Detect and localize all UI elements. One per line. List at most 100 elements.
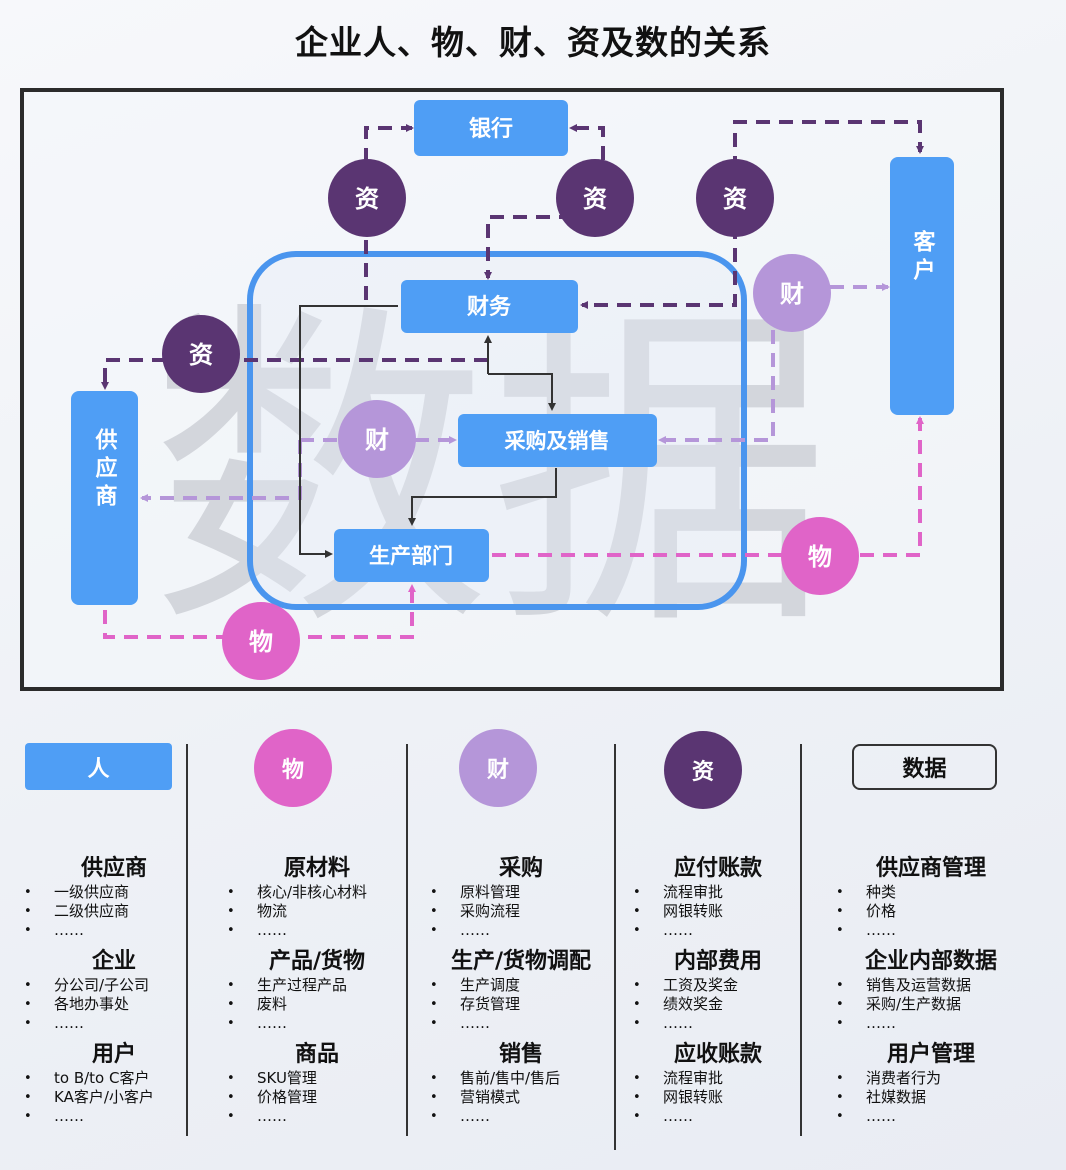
section-title: 原材料 [283, 856, 350, 881]
cai-circle-label: 财 [365, 426, 389, 454]
list-item: to B/to C客户 [24, 1069, 204, 1088]
list-item: …… [836, 1107, 1026, 1126]
list-item: 消费者行为 [836, 1069, 1026, 1088]
section-title: 商品 [294, 1042, 339, 1067]
column-cai: 采购 原料管理 采购流程 …… 生产/货物调配 生产调度 存货管理 …… 销售 … [430, 855, 612, 1134]
section: 内部费用 工资及奖金 绩效奖金 …… [633, 948, 803, 1033]
wu-circle-label: 物 [808, 543, 832, 571]
section-title: 供应商 [80, 856, 147, 881]
list-item: 采购流程 [430, 902, 612, 921]
list-item: …… [633, 921, 803, 940]
section: 采购 原料管理 采购流程 …… [430, 855, 612, 940]
list-item: 流程审批 [633, 883, 803, 902]
zi-circle-label: 资 [723, 185, 747, 213]
column-wu: 原材料 核心/非核心材料 物流 …… 产品/货物 生产过程产品 废料 …… 商品… [227, 855, 407, 1134]
list-item: 原料管理 [430, 883, 612, 902]
column-zi: 应付账款 流程审批 网银转账 …… 内部费用 工资及奖金 绩效奖金 …… 应收账… [633, 855, 803, 1134]
list-item: …… [836, 1014, 1026, 1033]
list-item: …… [24, 1107, 204, 1126]
section: 应付账款 流程审批 网银转账 …… [633, 855, 803, 940]
zi-circle-label: 资 [583, 185, 607, 213]
list-item: KA客户/小客户 [24, 1088, 204, 1107]
list-item: 种类 [836, 883, 1026, 902]
list-item: …… [836, 921, 1026, 940]
zi-circle-bank-left: 资 [328, 159, 406, 237]
section: 商品 SKU管理 价格管理 …… [227, 1041, 407, 1126]
section: 企业内部数据 销售及运营数据 采购/生产数据 …… [836, 948, 1026, 1033]
zi-circle-label: 资 [355, 185, 379, 213]
supplier-label: 供应商 [92, 427, 119, 512]
section: 原材料 核心/非核心材料 物流 …… [227, 855, 407, 940]
cai-circle-internal: 财 [338, 400, 416, 478]
supplier-node: 供应商 [71, 391, 138, 605]
column-divider [800, 744, 802, 1136]
list-item: 生产过程产品 [227, 976, 407, 995]
legend-cai-label: 财 [486, 758, 509, 783]
list-item: …… [633, 1107, 803, 1126]
bank-label: 银行 [469, 116, 513, 142]
finance-label: 财务 [467, 295, 512, 320]
list-item: 工资及奖金 [633, 976, 803, 995]
column-divider [186, 744, 188, 1136]
section-title: 企业内部数据 [864, 949, 997, 974]
list-item: …… [430, 1107, 612, 1126]
wu-circle-customer: 物 [781, 517, 859, 595]
section: 产品/货物 生产过程产品 废料 …… [227, 948, 407, 1033]
section: 用户 to B/to C客户 KA客户/小客户 …… [24, 1041, 204, 1126]
list-item: 采购/生产数据 [836, 995, 1026, 1014]
diagram-frame [20, 88, 1004, 691]
list-item: …… [430, 921, 612, 940]
list-item: 价格管理 [227, 1088, 407, 1107]
column-data: 供应商管理 种类 价格 …… 企业内部数据 销售及运营数据 采购/生产数据 ……… [836, 855, 1026, 1134]
list-item: 核心/非核心材料 [227, 883, 407, 902]
customer-node: 客户 [890, 157, 954, 415]
list-item: …… [227, 1014, 407, 1033]
column-divider [614, 744, 616, 1150]
zi-circle-label: 资 [189, 341, 213, 369]
list-item: 废料 [227, 995, 407, 1014]
zi-flows [101, 120, 924, 390]
section-title: 应收账款 [673, 1042, 762, 1067]
legend-ren-label: 人 [87, 756, 110, 782]
list-item: 生产调度 [430, 976, 612, 995]
list-item: 社媒数据 [836, 1088, 1026, 1107]
wu-flows [103, 416, 924, 639]
legend-wu: 物 [254, 729, 332, 807]
zi-circle-customer: 资 [696, 159, 774, 237]
legend-data: 数据 [852, 744, 997, 790]
list-item: …… [430, 1014, 612, 1033]
purchase-sales-label: 采购及销售 [505, 429, 610, 453]
section-title: 产品/货物 [268, 949, 366, 974]
relationship-diagram: 数据 银行 财务 采购及销售 [71, 100, 954, 680]
list-item: …… [24, 921, 204, 940]
bank-node: 银行 [414, 100, 568, 156]
section-title: 内部费用 [673, 949, 762, 974]
section-title: 企业 [91, 949, 136, 974]
section-title: 用户 [91, 1042, 136, 1067]
list-item: 营销模式 [430, 1088, 612, 1107]
legend-data-label: 数据 [902, 757, 947, 782]
production-label: 生产部门 [369, 544, 453, 568]
list-item: 销售及运营数据 [836, 976, 1026, 995]
list-item: 绩效奖金 [633, 995, 803, 1014]
purchase-sales-node: 采购及销售 [458, 414, 657, 467]
list-item: 流程审批 [633, 1069, 803, 1088]
list-item: …… [227, 1107, 407, 1126]
column-ren: 供应商 一级供应商 二级供应商 …… 企业 分公司/子公司 各地办事处 …… 用… [24, 855, 204, 1134]
legend-zi-label: 资 [691, 760, 714, 785]
list-item: 网银转账 [633, 1088, 803, 1107]
cai-circle-customer: 财 [753, 254, 831, 332]
section: 生产/货物调配 生产调度 存货管理 …… [430, 948, 612, 1033]
cai-circle-label: 财 [780, 280, 804, 308]
section-title: 生产/货物调配 [450, 949, 592, 974]
list-item: 价格 [836, 902, 1026, 921]
list-item: SKU管理 [227, 1069, 407, 1088]
zi-circle-supplier: 资 [162, 315, 240, 393]
section-title: 采购 [498, 856, 543, 881]
legend-wu-label: 物 [281, 758, 304, 783]
list-item: 一级供应商 [24, 883, 204, 902]
section: 用户管理 消费者行为 社媒数据 …… [836, 1041, 1026, 1126]
legend-zi: 资 [664, 731, 742, 809]
section-title: 销售 [498, 1042, 543, 1067]
list-item: 分公司/子公司 [24, 976, 204, 995]
